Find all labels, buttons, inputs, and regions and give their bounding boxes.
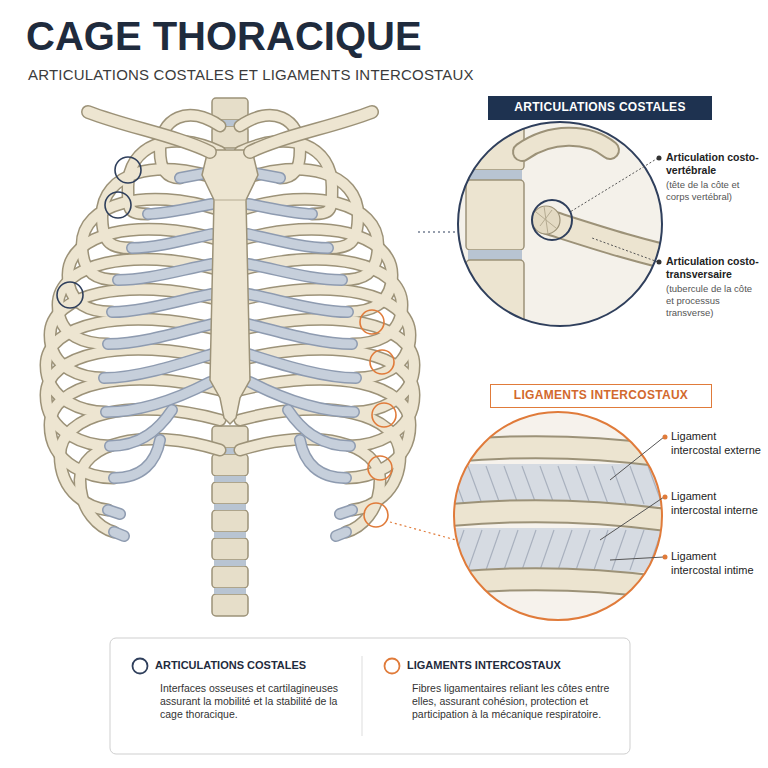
text-slot: ARTICULATIONS COSTALES [155, 659, 306, 673]
disc [468, 170, 522, 180]
clavicle-fill [88, 112, 210, 152]
text-slot: (tubercule de la côte et processus trans… [666, 283, 762, 319]
text-slot: LIGAMENTS INTERCOSTAUX [407, 659, 561, 673]
joint-marker [105, 192, 131, 218]
joint-capsule [536, 206, 556, 234]
joint-inset [458, 108, 690, 330]
vertebra [212, 510, 248, 532]
vertebra [212, 98, 248, 120]
callout-label: (tubercule de la côte et processus trans… [666, 283, 762, 319]
text-slot: Interfaces osseuses et cartilagineuses a… [160, 682, 350, 721]
clavicle-fill [250, 112, 372, 152]
vertebral-body [466, 260, 524, 330]
rib [440, 511, 680, 522]
ligament-inset [440, 412, 680, 620]
callout-label: Ligament intercostal externe [671, 430, 761, 458]
callout-label: Ligament intercostal intime [671, 550, 761, 578]
disc [214, 560, 246, 566]
text-slot: Ligament intercostal externe [671, 430, 761, 458]
text-slot: Ligament intercostal intime [671, 550, 761, 578]
vertebra [212, 566, 248, 588]
ligament-markers [360, 310, 396, 527]
disc [214, 588, 246, 594]
legend-panel [110, 638, 630, 754]
callout-label: Articulation costo-transversaire [666, 255, 762, 281]
cartilage-outline [248, 172, 356, 536]
ligament-marker [360, 310, 384, 334]
callout-label: Articulation costo-vertébrale [666, 151, 762, 177]
text-slot: ARTICULATIONS COSTALES ET LIGAMENTS INTE… [28, 66, 474, 84]
clavicle-outline [250, 112, 372, 152]
leader-dot [663, 495, 668, 500]
text-slot: (tête de la côte et corps vertébral) [666, 179, 762, 203]
header-banner: ARTICULATIONS COSTALES [488, 96, 712, 120]
ligament-fibres [450, 530, 662, 570]
banner-text: LIGAMENTS INTERCOSTAUX [514, 388, 688, 404]
text-slot: Fibres ligamentaires reliant les côtes e… [412, 682, 618, 721]
zoom-leader [418, 231, 458, 232]
joint-marker [57, 282, 83, 308]
inset-border [454, 412, 662, 620]
vertebra [212, 594, 248, 616]
inset-border [458, 122, 662, 326]
legend-text: LIGAMENTS INTERCOSTAUX [407, 659, 561, 673]
leader-dot [657, 156, 662, 161]
transverse-process [522, 137, 610, 152]
leader-line [610, 557, 664, 560]
legend-text: ARTICULATIONS COSTALES [155, 659, 306, 673]
vertebral-body [466, 180, 524, 250]
clavicle-outline [88, 112, 210, 152]
leader-line [610, 437, 664, 480]
callout-label: Interfaces osseuses et cartilagineuses a… [160, 682, 350, 721]
ligament-fibres [450, 466, 662, 504]
callout-label: Fibres ligamentaires reliant les côtes e… [412, 682, 618, 721]
vertebra [212, 482, 248, 504]
rib [440, 511, 680, 522]
ligament-band [440, 528, 680, 572]
legend-swatch [131, 657, 149, 675]
leader-line [600, 497, 664, 540]
leader-dot [663, 435, 668, 440]
cartilage-outline [104, 172, 212, 536]
subtitle: ARTICULATIONS COSTALES ET LIGAMENTS INTE… [28, 66, 474, 84]
header-banner: LIGAMENTS INTERCOSTAUX [490, 384, 712, 408]
vertebra [212, 454, 248, 476]
disc [214, 504, 246, 510]
legend-divider [362, 656, 363, 736]
callout-label: Ligament intercostal interne [671, 490, 761, 518]
leader-line [592, 238, 658, 262]
legend-swatch [383, 657, 401, 675]
joint-marker [115, 157, 141, 183]
zoom-leader [390, 522, 456, 540]
legend-swatch-circle [385, 659, 400, 674]
ligament-marker [372, 403, 396, 427]
text-slot: CAGE THORACIQUE [26, 14, 422, 58]
callout-label: (tête de la côte et corps vertébral) [666, 179, 762, 203]
disc [214, 476, 246, 482]
text-slot: Articulation costo-vertébrale [666, 151, 762, 177]
vertebra [212, 538, 248, 560]
leader-line [570, 158, 658, 212]
rib-head [532, 206, 560, 234]
cartilage [104, 172, 212, 536]
legend-swatch-circle [133, 659, 148, 674]
sternum [202, 150, 258, 424]
leader-dot [657, 260, 662, 265]
transverse-process [522, 137, 610, 152]
leader-dot [663, 555, 668, 560]
title: CAGE THORACIQUE [26, 14, 422, 58]
ligament-marker [370, 350, 394, 374]
disc [214, 532, 246, 538]
ligament-marker [364, 503, 388, 527]
banner-text: ARTICULATIONS COSTALES [514, 100, 685, 116]
joint-markers [57, 157, 141, 308]
joint-highlight [532, 200, 572, 240]
disc [468, 250, 522, 260]
text-slot: Ligament intercostal interne [671, 490, 761, 518]
sternal-angle [214, 200, 246, 201]
ligament-marker [368, 456, 392, 480]
cartilage [248, 172, 356, 536]
text-slot: Articulation costo-transversaire [666, 255, 762, 281]
